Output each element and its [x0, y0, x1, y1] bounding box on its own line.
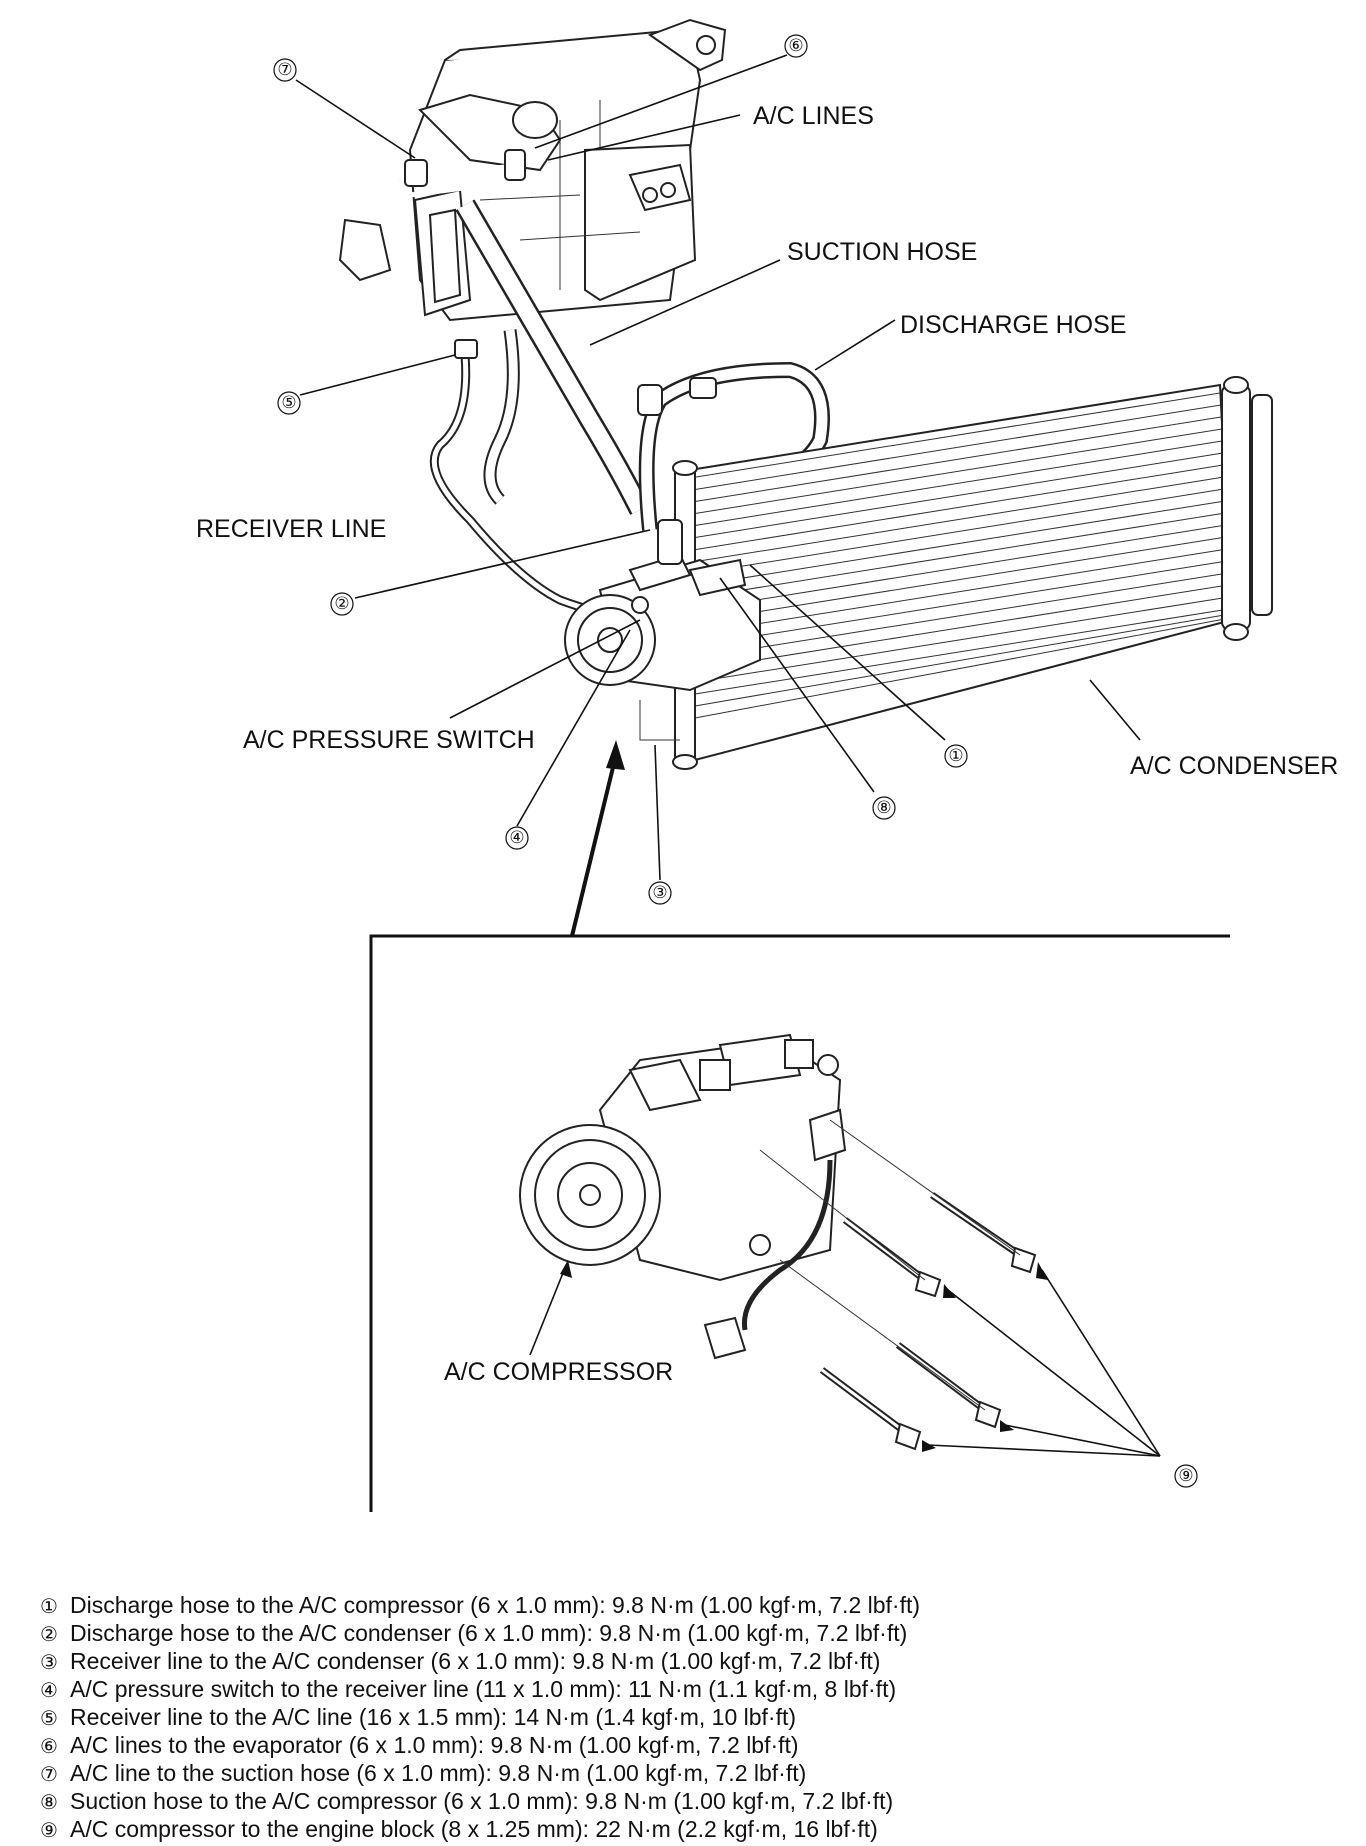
legend-row: ⑥ A/C lines to the evaporator (6 x 1.0 mm… [40, 1732, 1340, 1760]
legend-number: ⑤ [40, 1706, 58, 1730]
callout-3: ③ [648, 881, 672, 905]
legend-row: ③ Receiver line to the A/C condenser (6 x… [40, 1648, 1340, 1676]
svg-text:②: ② [334, 594, 349, 614]
legend-row: ② Discharge hose to the A/C condenser (6 … [40, 1620, 1340, 1648]
ac-lines [399, 149, 526, 198]
legend-number: ③ [40, 1650, 58, 1674]
evaporator-unit [338, 18, 727, 322]
callout-1: ① [944, 744, 968, 768]
ac-lines-label: A/C LINES [753, 102, 874, 130]
box-pointer-arrow [570, 740, 625, 937]
svg-text:⑤: ⑤ [281, 393, 296, 413]
legend-text: Receiver line to the A/C line (16 x 1.5 … [70, 1704, 797, 1730]
legend-number: ① [40, 1594, 58, 1618]
callout-4: ④ [505, 826, 529, 850]
suction-hose-label: SUCTION HOSE [787, 238, 977, 266]
legend-text: Suction hose to the A/C compressor (6 x … [70, 1788, 894, 1814]
legend-row: ⑧ Suction hose to the A/C compressor (6 x… [40, 1788, 1340, 1816]
top-leaders [295, 54, 1141, 881]
legend-row: ① Discharge hose to the A/C compressor (6… [40, 1592, 1340, 1620]
legend-row: ⑤ Receiver line to the A/C line (16 x 1.5… [40, 1704, 1340, 1732]
legend-number: ④ [40, 1678, 58, 1702]
legend-number: ⑥ [40, 1734, 58, 1758]
legend-text: A/C lines to the evaporator (6 x 1.0 mm)… [70, 1732, 799, 1758]
svg-text:③: ③ [652, 883, 667, 903]
ac-compressor-detail [519, 1033, 847, 1360]
legend-number: ⑦ [40, 1762, 58, 1786]
torque-legend: ① Discharge hose to the A/C compressor (6… [40, 1592, 1340, 1844]
legend-text: Discharge hose to the A/C condenser (6 x… [70, 1620, 908, 1646]
ac-compressor-top [564, 519, 761, 741]
svg-text:⑦: ⑦ [277, 60, 292, 80]
condenser-label: A/C CONDENSER [1130, 752, 1338, 780]
svg-text:⑥: ⑥ [788, 36, 803, 56]
svg-text:⑧: ⑧ [876, 798, 891, 818]
detail-box [369, 934, 1230, 1512]
pressure-switch-label: A/C PRESSURE SWITCH [243, 726, 535, 754]
svg-text:⑨: ⑨ [1178, 1466, 1193, 1486]
callout-6: ⑥ [784, 34, 808, 58]
svg-text:④: ④ [509, 828, 524, 848]
callout-2: ② [330, 592, 354, 616]
mounting-bolts [759, 1119, 1037, 1451]
legend-text: A/C line to the suction hose (6 x 1.0 mm… [70, 1760, 807, 1786]
legend-number: ⑨ [40, 1818, 58, 1842]
compressor-label: A/C COMPRESSOR [444, 1358, 673, 1386]
callout-7: ⑦ [273, 58, 297, 82]
legend-row: ④ A/C pressure switch to the receiver lin… [40, 1676, 1340, 1704]
receiver-line-label: RECEIVER LINE [196, 515, 386, 543]
discharge-hose-label: DISCHARGE HOSE [900, 311, 1126, 339]
legend-row: ⑦ A/C line to the suction hose (6 x 1.0 m… [40, 1760, 1340, 1788]
ac-condenser [672, 376, 1273, 770]
legend-text: Discharge hose to the A/C compressor (6 … [70, 1592, 921, 1618]
callout-8: ⑧ [872, 796, 896, 820]
callout-5: ⑤ [277, 391, 301, 415]
legend-text: A/C pressure switch to the receiver line… [70, 1676, 897, 1702]
legend-text: Receiver line to the A/C condenser (6 x … [70, 1648, 881, 1674]
bolt-leaders [529, 1260, 1161, 1457]
legend-number: ② [40, 1622, 58, 1646]
legend-row: ⑨ A/C compressor to the engine block (8 x… [40, 1816, 1340, 1844]
legend-number: ⑧ [40, 1790, 58, 1814]
callout-9: ⑨ [1174, 1464, 1198, 1488]
legend-text: A/C compressor to the engine block (8 x … [70, 1816, 878, 1842]
suction-hose [455, 199, 650, 515]
svg-text:①: ① [948, 746, 963, 766]
